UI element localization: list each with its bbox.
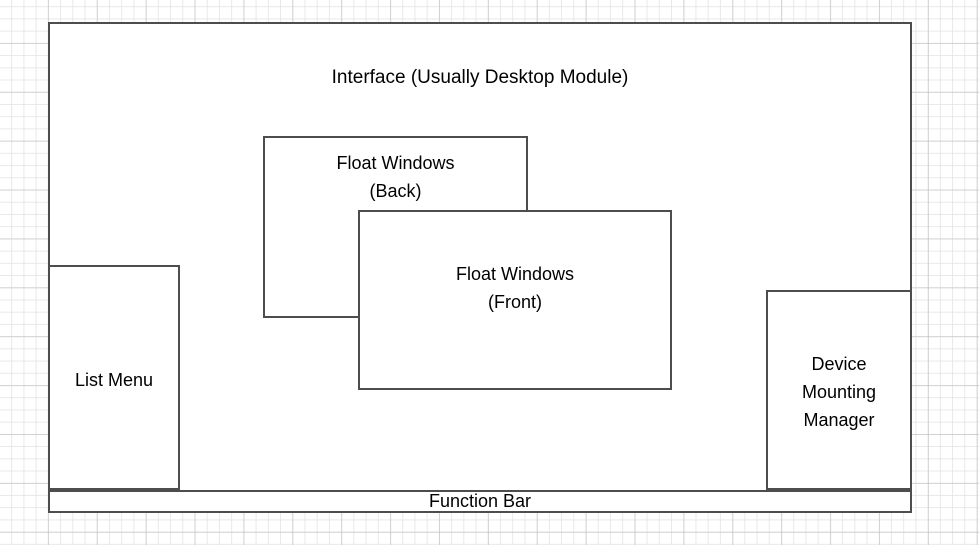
float-window-front-label: Float Windows (Front) bbox=[455, 264, 575, 312]
function-bar-box[interactable]: Function Bar bbox=[48, 490, 912, 513]
list-menu-label: List Menu bbox=[74, 370, 154, 390]
function-bar-label: Function Bar bbox=[428, 491, 532, 511]
float-window-front-box[interactable]: Float Windows (Front) bbox=[358, 210, 672, 390]
device-mounting-manager-label: Device Mounting Manager bbox=[801, 354, 877, 430]
list-menu-box[interactable]: List Menu bbox=[48, 265, 180, 490]
device-mounting-manager-box[interactable]: Device Mounting Manager bbox=[766, 290, 912, 490]
float-window-back-label: Float Windows (Back) bbox=[336, 153, 455, 201]
interface-container-label: Interface (Usually Desktop Module) bbox=[331, 67, 629, 88]
